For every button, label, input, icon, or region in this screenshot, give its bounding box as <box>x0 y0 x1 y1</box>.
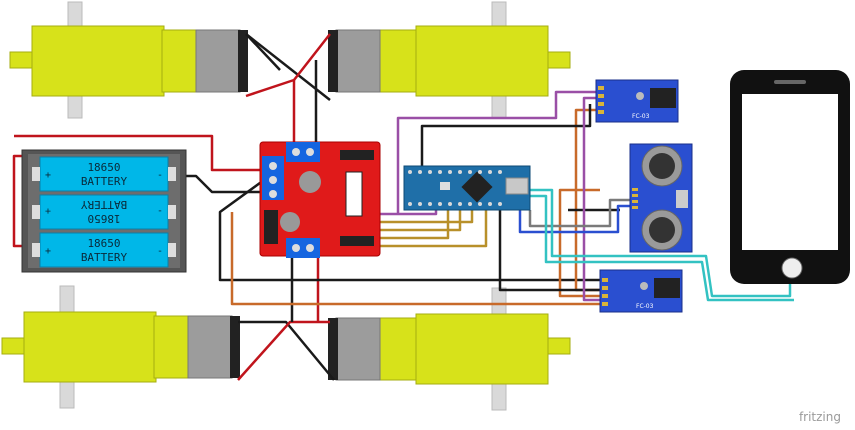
battery-cell-right-pole: + <box>45 205 51 216</box>
ir-sensor-bottom: FC-03 <box>599 269 683 313</box>
battery-cell-right-pole: - <box>157 170 163 181</box>
battery-cell-left-pole: - <box>157 205 163 216</box>
battery-cell-label: BATTERY <box>80 198 127 211</box>
wires <box>12 33 794 381</box>
motor-bottom-left <box>1 285 240 409</box>
motor-top-left <box>9 1 248 119</box>
motor-driver-board <box>259 141 381 258</box>
battery-cell-left-pole: + <box>45 246 51 257</box>
battery-cell-label: BATTERY <box>81 175 128 188</box>
battery-cell-right-pole: - <box>157 246 163 257</box>
battery-cell-left-pole: + <box>45 170 51 181</box>
battery-cell-label: BATTERY <box>81 251 128 264</box>
fritzing-watermark: fritzing <box>798 410 841 424</box>
ir-sensor-top: FC-03 <box>595 79 679 123</box>
battery-cells: 18650BATTERY+-18650BATTERY-+18650BATTERY… <box>32 156 176 268</box>
arduino-nano-board <box>403 165 531 211</box>
battery-pack: 18650BATTERY+-18650BATTERY-+18650BATTERY… <box>21 149 187 273</box>
ir-sensor-top-label: FC-03 <box>632 113 650 120</box>
ir-sensor-bottom-label: FC-03 <box>636 303 654 310</box>
motor-bottom-right <box>328 287 571 411</box>
motor-top-right <box>328 1 571 119</box>
smartphone <box>730 70 850 284</box>
battery-cell-model: 18650 <box>87 212 120 225</box>
battery-cell-model: 18650 <box>87 161 120 174</box>
battery-cell-model: 18650 <box>87 237 120 250</box>
ultrasonic-sensor <box>629 143 693 253</box>
